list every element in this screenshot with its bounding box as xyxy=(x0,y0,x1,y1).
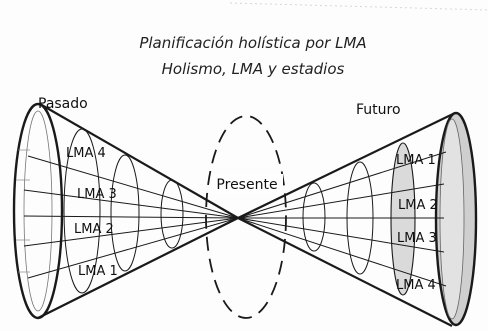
future-cone-mouth-inner xyxy=(439,118,465,320)
future-lma-4-label: LMA 4 xyxy=(396,278,436,293)
future-cone-top-edge xyxy=(237,112,456,219)
past-ring-3 xyxy=(160,179,184,249)
future-ring-3 xyxy=(302,182,326,252)
future-lma-2-label: LMA 2 xyxy=(398,198,438,213)
past-ring-1 xyxy=(63,128,101,294)
past-cone-mouth xyxy=(12,102,64,320)
present-label: Presente xyxy=(216,177,277,193)
past-lma-2-label: LMA 2 xyxy=(74,222,114,237)
past-lma-1-label: LMA 1 xyxy=(78,264,118,279)
past-cone-top-edge xyxy=(39,103,239,219)
future-cone-bottom-edge xyxy=(237,217,453,327)
future-label: Futuro xyxy=(356,102,401,118)
present-dashed-ellipse xyxy=(205,115,287,319)
past-cone xyxy=(12,102,239,320)
past-fan-line xyxy=(23,217,239,247)
past-fan-line xyxy=(27,217,239,279)
page-edge-mark xyxy=(229,2,488,11)
future-cone xyxy=(237,111,478,327)
future-fan-line xyxy=(237,151,447,219)
past-cone-bottom-edge xyxy=(37,217,239,319)
diagram-title: Planificación holística por LMA xyxy=(139,34,366,52)
diagram-subtitle: Holismo, LMA y estadios xyxy=(162,60,345,78)
past-fan-line xyxy=(27,155,239,219)
past-fan-line xyxy=(23,215,239,219)
past-ring-2 xyxy=(110,154,140,272)
future-fan-line xyxy=(237,217,447,287)
past-lma-4-label: LMA 4 xyxy=(66,146,106,161)
future-lma-1-label: LMA 1 xyxy=(396,153,436,168)
past-lma-3-label: LMA 3 xyxy=(77,187,117,202)
present-label-bg xyxy=(211,174,283,194)
past-fan-line xyxy=(23,189,239,219)
future-fan-line xyxy=(237,217,445,253)
past-cone-mouth-inner xyxy=(23,110,53,312)
future-lma-3-label: LMA 3 xyxy=(397,231,437,246)
future-fan-line xyxy=(237,183,445,219)
future-ring-shaded xyxy=(390,142,416,296)
past-label: Pasado xyxy=(38,96,88,112)
